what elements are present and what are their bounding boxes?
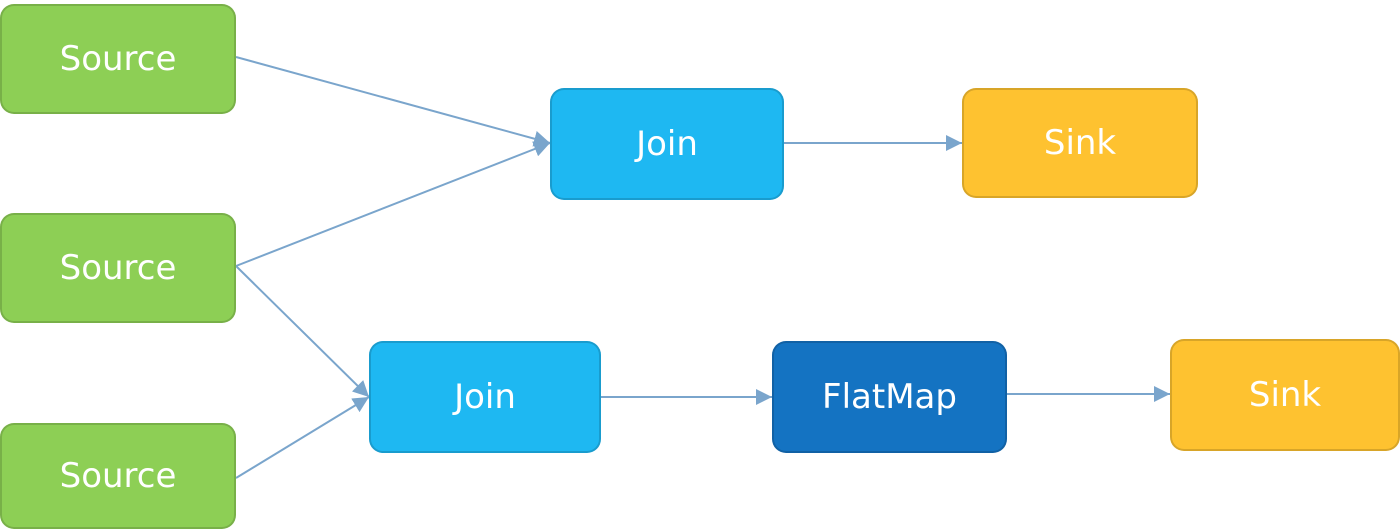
join-node-1-label: Join: [636, 124, 698, 164]
source-node-2: Source: [0, 213, 236, 323]
source-node-3-label: Source: [59, 456, 177, 496]
flatmap-node-label: FlatMap: [822, 377, 957, 417]
sink-node-1-label: Sink: [1043, 123, 1117, 163]
edge-source2-to-join1: [235, 141, 551, 267]
join-node-2-label: Join: [454, 377, 516, 417]
sink-node-1: Sink: [962, 88, 1198, 198]
edge-source1-to-join1: [235, 56, 551, 147]
join-node-1: Join: [550, 88, 784, 200]
sink-node-2: Sink: [1170, 339, 1400, 451]
flatmap-node: FlatMap: [772, 341, 1007, 453]
join-node-2: Join: [369, 341, 601, 453]
edge-source2-to-join2: [235, 265, 370, 398]
source-node-1: Source: [0, 4, 236, 114]
edge-source3-to-join2: [235, 396, 370, 479]
source-node-2-label: Source: [59, 248, 177, 288]
source-node-3: Source: [0, 423, 236, 529]
sink-node-2-label: Sink: [1248, 375, 1322, 415]
source-node-1-label: Source: [59, 39, 177, 79]
